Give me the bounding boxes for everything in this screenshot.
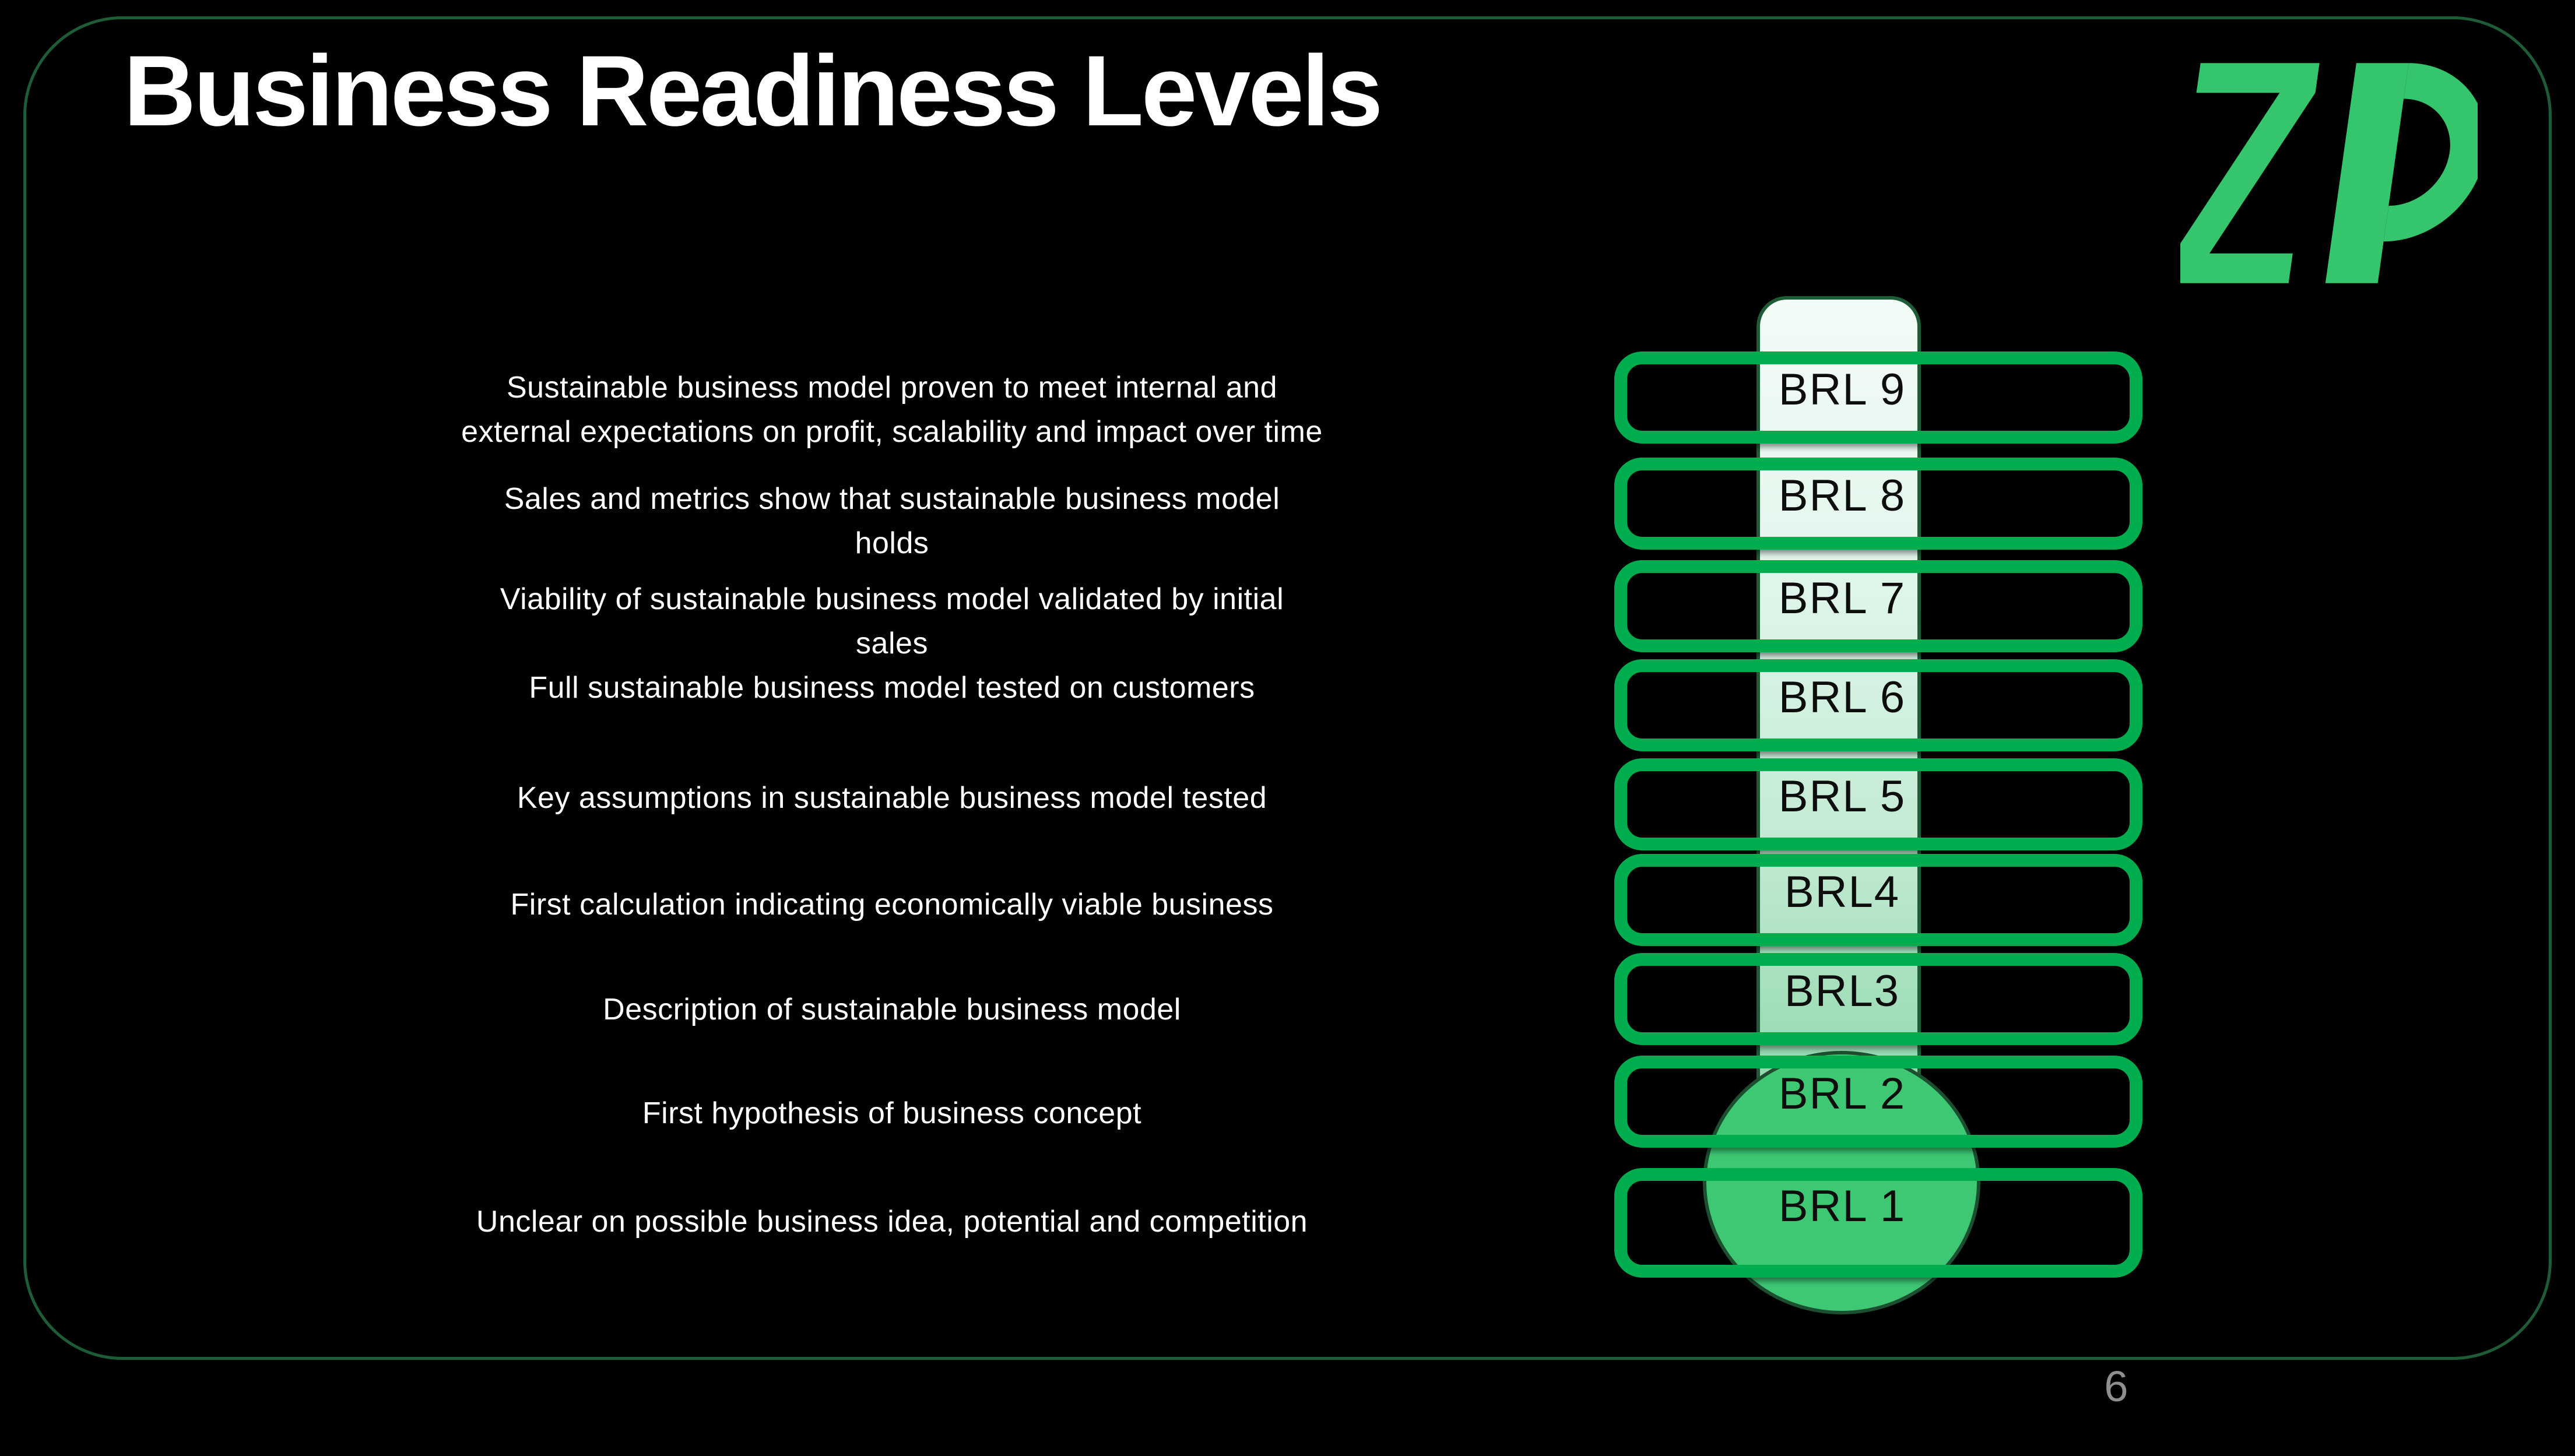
level-description: Sustainable business model proven to mee… — [233, 365, 1551, 454]
brl-label: BRL3 — [1784, 966, 1900, 1016]
description-line: Unclear on possible business idea, poten… — [476, 1205, 1308, 1239]
description-line: First calculation indicating economicall… — [510, 888, 1274, 922]
description-line: Key assumptions in sustainable business … — [517, 781, 1267, 815]
brl-label: BRL4 — [1784, 867, 1900, 917]
brl-box — [1614, 758, 2142, 850]
description-line: Viability of sustainable business model … — [500, 582, 1284, 616]
brl-box — [1614, 351, 2142, 444]
logo-letter-p-bowl — [2383, 63, 2486, 242]
brl-box — [1614, 458, 2142, 550]
logo-letter-z — [2169, 63, 2320, 283]
level-description: Unclear on possible business idea, poten… — [233, 1200, 1551, 1244]
level-description: First hypothesis of business concept — [233, 1091, 1551, 1135]
brl-box — [1614, 854, 2142, 946]
description-line: holds — [855, 526, 929, 560]
description-line: external expectations on profit, scalabi… — [461, 415, 1323, 449]
level-description: Sales and metrics show that sustainable … — [233, 477, 1551, 565]
brl-label: BRL 2 — [1778, 1069, 1906, 1119]
description-line: Full sustainable business model tested o… — [529, 671, 1255, 705]
brl-box — [1614, 1056, 2142, 1148]
zp-logo — [2169, 63, 2486, 283]
logo-letter-p — [2325, 63, 2409, 283]
brl-box — [1614, 1168, 2142, 1278]
description-line: First hypothesis of business concept — [642, 1096, 1142, 1130]
description-line: Description of sustainable business mode… — [603, 993, 1181, 1026]
brl-label: BRL 5 — [1778, 772, 1906, 821]
level-description: Viability of sustainable business model … — [233, 577, 1551, 666]
page-number: 6 — [2104, 1362, 2128, 1411]
slide-border-frame — [23, 16, 2552, 1360]
brl-label: BRL 8 — [1778, 471, 1906, 520]
zp-logo-icon — [2169, 63, 2486, 283]
level-description: Description of sustainable business mode… — [233, 987, 1551, 1032]
brl-label: BRL 6 — [1778, 673, 1906, 722]
brl-label: BRL 7 — [1778, 574, 1906, 623]
level-description: First calculation indicating economicall… — [233, 882, 1551, 927]
brl-box — [1614, 659, 2142, 751]
brl-box — [1614, 560, 2142, 652]
brl-label: BRL 1 — [1778, 1181, 1906, 1231]
page-title: Business Readiness Levels — [124, 35, 1383, 147]
description-line: Sustainable business model proven to mee… — [506, 371, 1278, 405]
brl-label: BRL 9 — [1778, 365, 1906, 414]
brl-box — [1614, 953, 2142, 1045]
description-line: sales — [856, 627, 928, 660]
level-description: Full sustainable business model tested o… — [233, 666, 1551, 710]
level-description: Key assumptions in sustainable business … — [233, 776, 1551, 820]
description-line: Sales and metrics show that sustainable … — [504, 482, 1280, 516]
